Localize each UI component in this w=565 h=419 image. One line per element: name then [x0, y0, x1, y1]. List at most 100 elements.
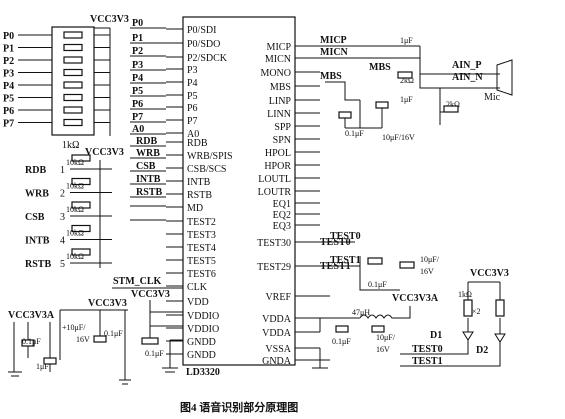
test29-cap-10a: 10μF/: [420, 255, 440, 264]
ctrl-pin-3: 4: [60, 236, 65, 247]
header-vcc-label: VCC3V3: [90, 14, 129, 25]
vdda-cap-b: [371, 325, 385, 333]
header-port-6: P6: [3, 106, 14, 117]
ctrl-resistor-3: [71, 224, 91, 233]
chip-left-pin-0: P0/SDI: [187, 25, 216, 36]
ctrl-signal-1: WRB: [25, 189, 49, 200]
vdda-cap-10a: 10μF/: [376, 333, 396, 342]
resistor-network: [51, 26, 95, 136]
mbs-cap-b: [375, 101, 389, 109]
header-port-2: P2: [3, 56, 14, 67]
left-wire-label-3: P3: [132, 60, 143, 71]
chip-right-pin-17: VREF: [265, 292, 291, 303]
chip-left-pin-23: VDDIO: [187, 324, 219, 335]
ctrl-res-label-2: 10kΩ: [66, 205, 84, 214]
led-resistor-a: [463, 299, 473, 317]
vdda-wires: [295, 317, 360, 369]
chip-right-pin-10: LOUTL: [258, 174, 291, 185]
ctrl-res-label-0: 10kΩ: [66, 158, 84, 167]
vdda-cap-01: 0.1μF: [332, 337, 351, 346]
led-vcc-label: VCC3V3: [470, 268, 509, 279]
left-wire-label-9: RDB: [136, 136, 157, 147]
mic-resistor-top: [397, 71, 413, 79]
header-resistor-6: [63, 106, 83, 114]
chip-left-pin-7: P7: [187, 116, 198, 127]
mic-cap-top: 1μF: [400, 36, 413, 45]
ctrl-res-label-4: 10kΩ: [66, 252, 84, 261]
power-b-wires: [59, 309, 131, 385]
header-resistor-1: [63, 43, 83, 52]
mic-res-top: 2kΩ: [400, 76, 414, 85]
test29-cap-a: [367, 257, 383, 265]
test29-cap-10b: 16V: [420, 267, 434, 276]
mic-wires: [295, 45, 390, 101]
header-port-1: P1: [3, 44, 14, 55]
right-wire-label-4: TEST1: [330, 255, 361, 266]
chip-left-pin-1: P0/SDO: [187, 39, 220, 50]
chip-left-pin-13: RSTB: [187, 190, 212, 201]
ain-n-label: AIN_N: [452, 72, 483, 83]
ctrl-vcc-label: VCC3V3: [85, 147, 124, 158]
left-wire-label-8: A0: [132, 124, 144, 135]
mic-label: Mic: [484, 92, 501, 103]
header-port-7: P7: [3, 119, 14, 130]
left-wire-label-11: CSB: [136, 161, 156, 172]
power-cap-1: [21, 339, 35, 347]
ctrl-res-label-1: 10kΩ: [66, 182, 84, 191]
header-resistor-2: [63, 56, 83, 64]
ctrl-pin-0: 1: [60, 165, 65, 176]
led-res-label: 1kΩ: [458, 290, 472, 299]
chip-left-pin-20: CLK: [187, 282, 208, 293]
chip-right-pin-1: MICN: [265, 54, 291, 65]
chip-right-pin-6: SPP: [274, 122, 291, 133]
left-wire-label-6: P6: [132, 99, 143, 110]
vdd-capacitor: [141, 337, 159, 345]
mbs-cap-a: [338, 111, 352, 119]
header-port-3: P3: [3, 69, 14, 80]
chip-left-pin-25: GNDD: [187, 350, 216, 361]
ain-p-label: AIN_P: [452, 60, 481, 71]
right-wire-label-0: MICP: [320, 35, 347, 46]
power-c1: 0.1μF: [22, 337, 41, 346]
inductor: [359, 306, 411, 319]
led-resistor-b: [495, 299, 505, 317]
mbs-cap-10: 10μF/16V: [382, 133, 415, 142]
ctrl-signal-3: INTB: [25, 236, 50, 247]
chip-left-pin-10: WRB/SPIS: [187, 151, 233, 162]
chip-left-pin-12: INTB: [187, 177, 211, 188]
chip-right-pin-18: VDDA: [262, 314, 292, 325]
right-wire-label-2: MBS: [320, 71, 342, 82]
chip-left-pin-22: VDDIO: [187, 311, 219, 322]
chip-left-pin-15: TEST2: [187, 217, 216, 228]
mic-mbs-label: MBS: [369, 62, 391, 73]
chip-left-pin-11: CSB/SCS: [187, 164, 226, 175]
chip-right-pin-9: HPOR: [264, 161, 291, 172]
chip-left-pin-labels: P0/SDIP0/SDOP2/SDCKP3P4P5P6P7A0RDBWRB/SP…: [187, 25, 233, 361]
d1-label: D1: [430, 330, 442, 341]
header-port-5: P5: [3, 94, 14, 105]
led-test0: TEST0: [412, 344, 443, 355]
power-cap-2: [43, 357, 57, 365]
ctrl-signal-2: CSB: [25, 212, 45, 223]
power-vcc3v3: VCC3V3: [88, 298, 127, 309]
chip-left-pin-18: TEST5: [187, 256, 216, 267]
chip-right-pin-labels: MICPMICNMONOMBSLINPLINNSPPSPNHPOLHPORLOU…: [257, 42, 292, 367]
header-resistor-4: [63, 81, 83, 89]
mic-icon: [496, 59, 513, 96]
ctrl-pin-1: 2: [60, 189, 65, 200]
chip-left-pin-8: A0: [187, 129, 199, 140]
ctrl-pin-4: 5: [60, 259, 65, 270]
ctrl-resistor-1: [71, 177, 91, 186]
chip-left-pin-16: TEST3: [187, 230, 216, 241]
chip-right-pin-12: EQ1: [273, 199, 291, 210]
ctrl-signal-0: RDB: [25, 165, 46, 176]
led-diodes: [462, 331, 506, 343]
chip-left-pin-19: TEST6: [187, 269, 216, 280]
power-c3: +10μF/: [62, 323, 86, 332]
chip-right-pin-2: MONO: [260, 68, 291, 79]
ctrl-res-label-3: 10kΩ: [66, 229, 84, 238]
left-wire-label-1: P1: [132, 33, 143, 44]
